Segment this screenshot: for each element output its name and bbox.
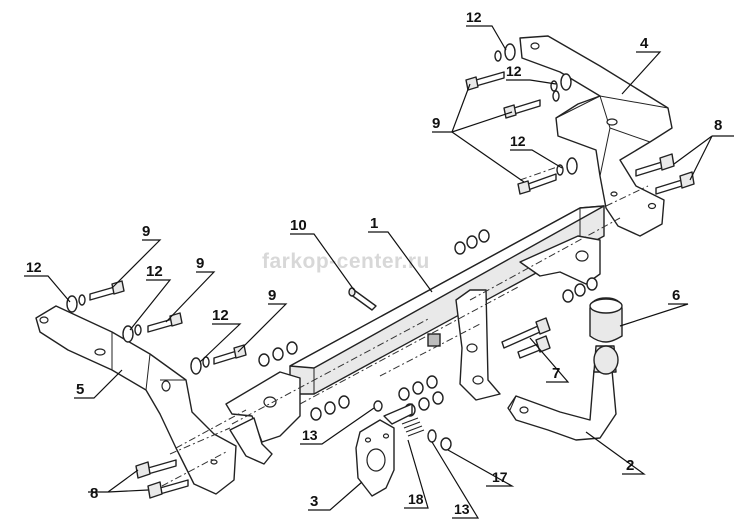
bolt — [655, 171, 695, 195]
bolt — [635, 153, 675, 177]
bolt — [465, 71, 505, 91]
bolt — [135, 459, 177, 479]
bolts-part-8 — [135, 153, 695, 499]
watermark: farkop-center.ru — [262, 250, 430, 273]
crossbar-fasteners — [258, 229, 598, 421]
callout-13: 13 — [454, 501, 470, 517]
callout-18: 18 — [408, 491, 424, 507]
callout-2: 2 — [626, 457, 634, 474]
callout-5: 5 — [76, 381, 84, 398]
callout-12: 12 — [212, 307, 229, 324]
bolt — [517, 173, 557, 195]
bolt — [89, 280, 125, 301]
callout-9: 9 — [432, 115, 440, 132]
nut-part-17 — [440, 437, 452, 451]
bolt — [213, 344, 247, 365]
callout-9: 9 — [142, 223, 150, 240]
callout-10: 10 — [290, 217, 307, 234]
callout-8: 8 — [714, 117, 722, 134]
callout-12: 12 — [506, 63, 522, 79]
callout-17: 17 — [492, 469, 508, 485]
tow-ball-neck — [507, 345, 619, 441]
socket-bracket — [355, 403, 413, 497]
callout-9: 9 — [268, 287, 276, 304]
callout-9: 9 — [196, 255, 204, 272]
callout-12: 12 — [466, 9, 482, 25]
washer-part-13 — [427, 429, 437, 443]
callout-12: 12 — [26, 259, 42, 275]
callout-4: 4 — [640, 35, 649, 52]
main-crossbar — [225, 205, 605, 465]
bolt — [147, 479, 189, 499]
callout-6: 6 — [672, 287, 680, 304]
bolt — [147, 312, 183, 333]
tow-ball-cover — [589, 297, 623, 343]
pin-part-10 — [348, 287, 377, 311]
callout-7: 7 — [552, 365, 560, 382]
callout-labels: 12 4 12 9 8 12 10 1 9 12 12 9 12 9 6 7 5… — [26, 9, 722, 517]
callout-3: 3 — [310, 493, 318, 510]
leader-lines — [24, 25, 734, 519]
callout-13: 13 — [302, 427, 318, 443]
washers-part-12 — [66, 43, 578, 375]
bolts-part-7 — [501, 317, 551, 359]
bolt — [503, 99, 541, 119]
callout-12: 12 — [146, 263, 163, 280]
callout-1: 1 — [370, 215, 378, 232]
spring-part-18 — [401, 417, 425, 437]
assembly-centerlines — [161, 165, 649, 487]
callout-12: 12 — [510, 133, 526, 149]
callout-8: 8 — [90, 485, 98, 502]
right-mounting-bracket — [519, 35, 673, 237]
